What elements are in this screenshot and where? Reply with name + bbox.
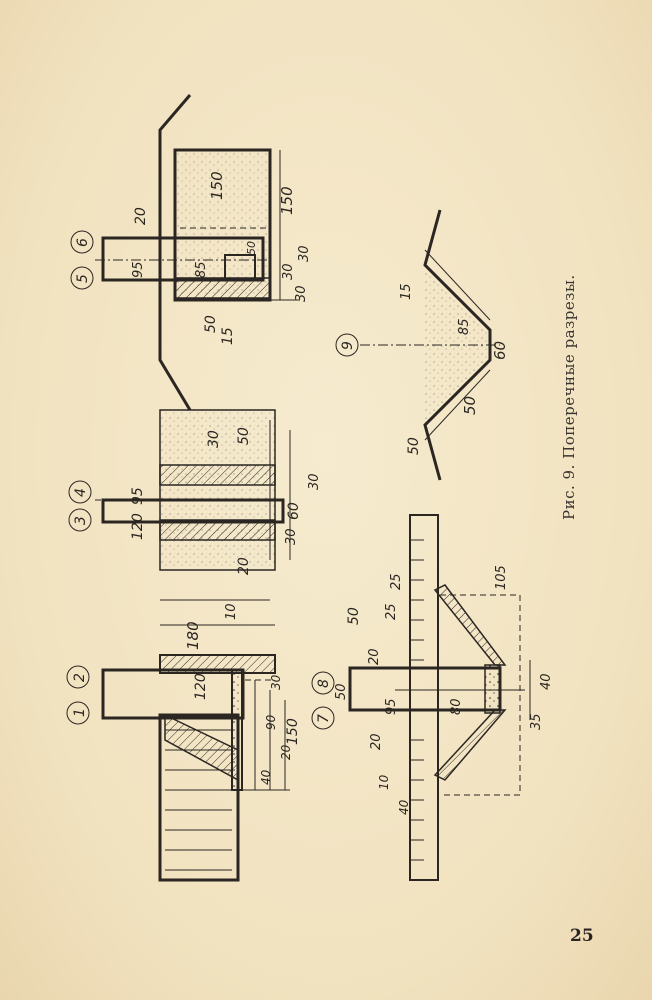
dim-s34-50: 50: [236, 427, 252, 445]
dim-s56-50a: 50: [245, 241, 258, 255]
dim-s78-25b: 25: [389, 573, 404, 590]
dim-s12-20: 20: [279, 744, 293, 760]
marker-4: [68, 480, 92, 504]
page-number: 25: [570, 926, 594, 946]
section-9: 15 85 60 50 50 9: [335, 209, 509, 481]
marker-5: [70, 266, 94, 290]
marker-9-label: 9: [340, 341, 356, 350]
marker-2: [66, 665, 90, 689]
marker-8: [311, 671, 335, 695]
marker-4-label: 4: [73, 488, 89, 497]
marker-1: [66, 701, 90, 725]
dim-s78-25a: 25: [384, 603, 399, 620]
section-1-2: 180 10 120 30 90 20 150 40 1 2: [66, 599, 301, 882]
dim-s9-60: 60: [491, 341, 509, 360]
marker-9: [335, 333, 359, 357]
dim-s9-50a: 50: [461, 396, 479, 415]
marker-6-label: 6: [75, 238, 91, 247]
dim-s56-15: 15: [220, 327, 236, 345]
figure-caption: Рис. 9. Поперечные разрезы.: [560, 274, 578, 520]
dim-s9-50b: 50: [406, 437, 422, 455]
dim-s78-95: 95: [384, 698, 399, 715]
dim-s56-150b: 150: [278, 186, 296, 215]
dim-s78-35: 35: [529, 713, 544, 730]
dim-s34-30a: 30: [206, 430, 222, 448]
dim-s78-10: 10: [377, 774, 391, 790]
marker-8-label: 8: [316, 679, 332, 688]
marker-3: [68, 508, 92, 532]
marker-2-label: 2: [72, 673, 88, 682]
marker-3-label: 3: [73, 516, 89, 525]
dim-s78-50a: 50: [346, 607, 362, 625]
marker-5-label: 5: [75, 274, 91, 283]
dim-s34-30c: 30: [284, 528, 299, 545]
dim-s56-150a: 150: [208, 171, 226, 200]
dim-s56-95: 95: [131, 261, 146, 278]
marker-7: [311, 706, 335, 730]
dim-s56-85: 85: [194, 261, 209, 278]
dim-s78-105: 105: [494, 565, 509, 590]
dim-s12-40: 40: [259, 769, 273, 785]
marker-1-label: 1: [72, 708, 88, 717]
dim-s34-120: 120: [130, 513, 146, 540]
dim-s56-30b: 30: [281, 263, 296, 280]
marker-6: [70, 230, 94, 254]
section-5-6: 20 150 150 95 85 50 30 30 30 50 15 5 6: [70, 94, 312, 411]
dim-s9-85: 85: [457, 318, 472, 335]
dim-s9-15: 15: [399, 283, 414, 300]
dim-s12-30: 30: [269, 674, 283, 690]
dim-s78-40a: 40: [539, 673, 554, 690]
dim-s78-20b: 20: [369, 733, 384, 750]
dim-s56-50b: 50: [203, 315, 219, 333]
dim-s12-120: 120: [193, 673, 209, 700]
section-3-4: 30 50 120 95 60 30 30 20 3 4: [68, 409, 322, 575]
dim-s34-30b: 30: [307, 473, 322, 490]
marker-7-label: 7: [316, 714, 332, 723]
dim-s34-60: 60: [286, 502, 302, 520]
dim-s78-80: 80: [449, 698, 464, 715]
dim-s34-20: 20: [236, 557, 252, 575]
dim-s56-30c: 30: [294, 285, 309, 302]
section-7-8: 50 25 25 105 20 50 95 80 35 40 20 10 40 …: [311, 514, 554, 881]
dim-s56-20: 20: [133, 207, 149, 225]
dim-s12-150: 150: [285, 718, 301, 745]
dim-s78-40b: 40: [397, 799, 411, 815]
dim-s78-20a: 20: [367, 648, 382, 665]
dim-s56-30a: 30: [297, 245, 312, 262]
dim-s12-180: 180: [184, 621, 202, 650]
dim-s12-90: 90: [264, 714, 278, 730]
dim-s34-95: 95: [130, 487, 146, 505]
dim-s12-10: 10: [224, 603, 239, 620]
dim-s78-50b: 50: [334, 683, 349, 700]
